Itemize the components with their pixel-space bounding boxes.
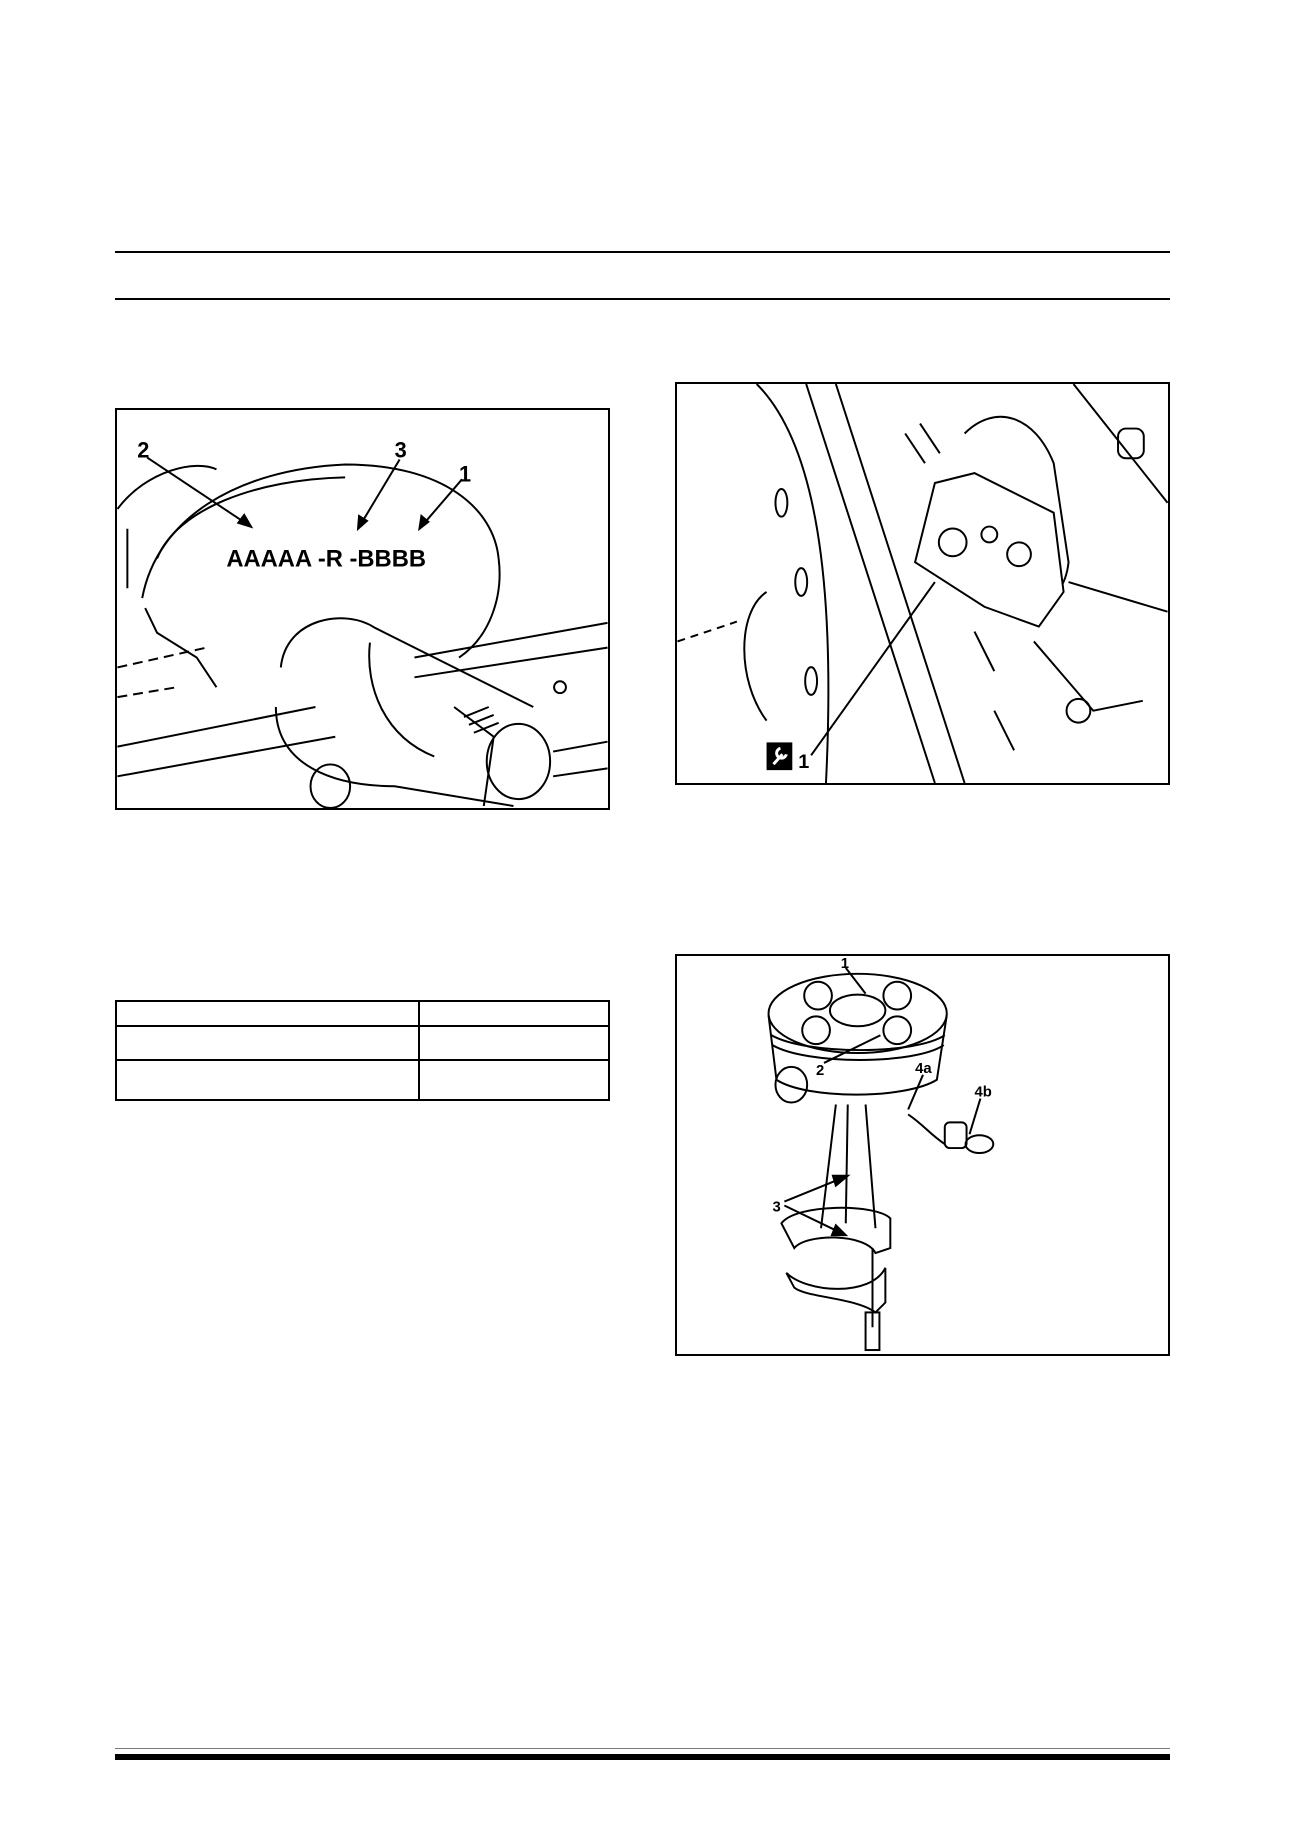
table-row [115,1000,610,1027]
callout-4b: 4b [974,1085,991,1101]
callout-1: 1 [798,751,809,773]
table-cell [418,1025,610,1061]
callout-1: 1 [841,956,849,972]
table-cell [115,1025,420,1061]
footer-rule-thin [115,1748,1170,1749]
callout-2: 2 [137,438,149,463]
header-rule-top [115,251,1170,253]
table-cell [418,1059,610,1101]
table-row [115,1059,610,1101]
header-rule-bottom [115,298,1170,300]
figure-tool-fitted: 1 [675,382,1170,785]
table-cell [115,1000,420,1027]
piston-illustration: 1 2 3 4a 4b [767,956,995,1352]
table-row [115,1025,610,1061]
crank-code-text: AAAAA -R -BBBB [226,545,426,572]
tool-illustration: 1 [677,384,1168,783]
table-cell [115,1059,420,1101]
footer-rule-thick [115,1754,1170,1760]
callout-3: 3 [773,1199,781,1215]
figure-crankshaft-marking: 2 3 1 AAAAA -R -BBBB [115,408,610,810]
callout-1: 1 [459,461,471,486]
crankshaft-illustration: 2 3 1 AAAAA -R -BBBB [117,438,608,808]
table-cell [418,1000,610,1027]
callout-4a: 4a [915,1061,932,1077]
callout-2: 2 [816,1063,824,1079]
figure-piston-conrod: 1 2 3 4a 4b [675,954,1170,1356]
callout-3: 3 [395,438,407,463]
specification-table [115,1000,610,1101]
